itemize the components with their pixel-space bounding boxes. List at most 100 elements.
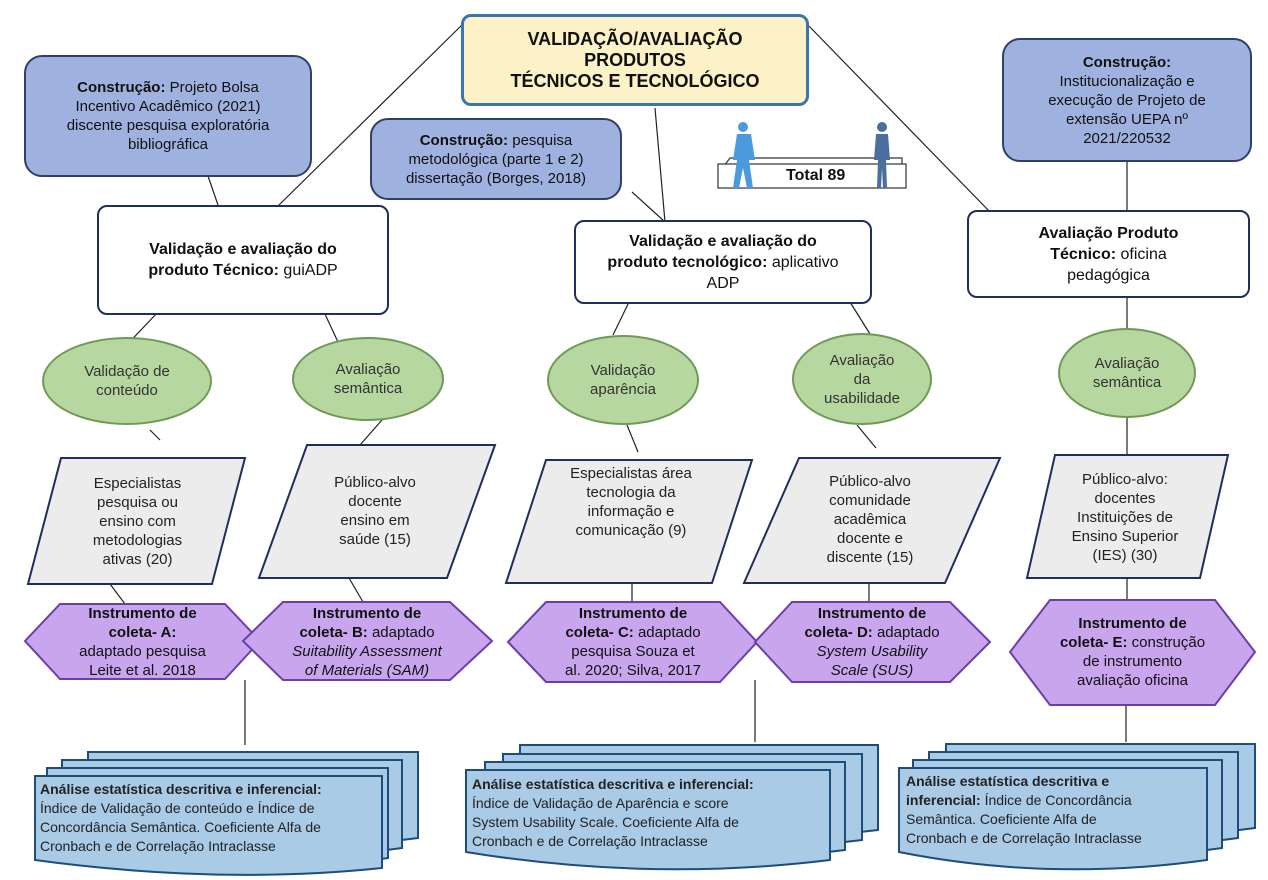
instrument-heading: coleta- B:: [299, 624, 368, 641]
construction-text: bibliográfica: [127, 136, 209, 153]
instrument-text: pesquisa Souza et: [571, 643, 695, 660]
audience-box-4: Público-alvo comunidade acadêmica docent…: [785, 460, 955, 578]
audience-text: docentes: [1094, 489, 1156, 507]
instrument-text: adaptado: [876, 624, 940, 641]
oval-text: semântica: [333, 380, 403, 397]
oval-text: semântica: [1092, 374, 1162, 391]
product-heading: produto Técnico:: [148, 262, 279, 279]
product-name: guiADP: [283, 262, 338, 279]
analysis-heading: inferencial:: [906, 792, 981, 808]
audience-text: metodologias: [92, 531, 183, 549]
oval-semantic-evaluation-2: Avaliação semântica: [1058, 328, 1196, 418]
construction-text: pesquisa: [512, 131, 573, 149]
construction-box-2: Construção: pesquisa metodológica (parte…: [370, 118, 622, 200]
audience-box-5: Público-alvo: docentes Instituições de E…: [1040, 457, 1210, 577]
instrument-text: al. 2020; Silva, 2017: [565, 662, 701, 679]
audience-text: pesquisa ou: [97, 493, 178, 511]
instrument-text: of Materials (SAM): [304, 662, 430, 679]
analysis-text: Cronbach e de Correlação Intraclasse: [906, 830, 1142, 846]
construction-text: dissertação (Borges, 2018): [405, 169, 587, 187]
audience-text: docente e: [837, 529, 903, 547]
instrument-heading: Instrumento de: [578, 605, 688, 622]
construction-text: discente pesquisa exploratória: [66, 117, 270, 134]
instrument-text: de instrumento: [1082, 653, 1183, 670]
instrument-box-d: Instrumento de coleta- D: adaptado Syste…: [772, 604, 972, 680]
total-label: Total 89: [786, 167, 846, 184]
construction-text: Projeto Bolsa: [169, 79, 259, 96]
construction-text: Institucionalização e: [1059, 72, 1195, 90]
total-illustration: [717, 122, 907, 189]
analysis-text: Índice de Concordância: [984, 792, 1132, 808]
instrument-shapes: [23, 599, 1257, 706]
audience-text: informação e: [587, 503, 675, 520]
person-icon: [733, 122, 755, 188]
audience-text: saúde (15): [339, 531, 411, 548]
analysis-text: Concordância Semântica. Coeficiente Alfa…: [40, 819, 321, 835]
product-heading: Avaliação Produto: [1038, 224, 1179, 242]
oval-text: Avaliação: [335, 361, 401, 378]
oval-appearance-validation: Validação aparência: [547, 335, 699, 425]
analysis-text: Cronbach e de Correlação Intraclasse: [472, 833, 708, 849]
instrument-heading: coleta- A:: [108, 624, 177, 641]
construction-label: Construção:: [1082, 53, 1172, 71]
audience-text: acadêmica: [833, 510, 907, 528]
analysis-heading: Análise estatística descritiva e inferen…: [40, 781, 322, 797]
analysis-text: Índice de Validação de conteúdo e Índice…: [40, 800, 315, 816]
product-name: pedagógica: [1067, 266, 1150, 284]
audience-text: ativas (20): [102, 550, 173, 568]
audience-text: tecnologia da: [586, 484, 676, 501]
instrument-text: construção: [1131, 634, 1206, 651]
product-heading: Validação e avaliação do: [629, 232, 817, 250]
instrument-text: Leite et al. 2018: [89, 662, 196, 679]
oval-usability-evaluation: Avaliação da usabilidade: [792, 333, 932, 425]
audience-text: ensino com: [99, 512, 176, 530]
instrument-heading: coleta- E:: [1059, 634, 1128, 651]
instrument-text: Scale (SUS): [830, 662, 914, 679]
construction-text: extensão UEPA nº: [1066, 110, 1188, 128]
construction-text: Incentivo Acadêmico (2021): [75, 98, 261, 115]
audience-box-1: Especialistas pesquisa ou ensino com met…: [55, 460, 220, 582]
instrument-box-b: Instrumento de coleta- B: adaptado Suita…: [262, 604, 472, 680]
oval-text: Avaliação: [829, 351, 895, 369]
analysis-text: System Usability Scale. Coeficiente Alfa…: [472, 814, 739, 830]
instrument-heading: Instrumento de: [1078, 615, 1187, 632]
instrument-text: Suitability Assessment: [292, 643, 442, 660]
construction-text: metodológica (parte 1 e 2): [408, 150, 584, 168]
instrument-box-c: Instrumento de coleta- C: adaptado pesqu…: [527, 604, 739, 680]
instrument-box-a: Instrumento de coleta- A: adaptado pesqu…: [40, 604, 245, 680]
audience-text: Público-alvo: [334, 474, 416, 491]
instrument-text: adaptado: [637, 624, 701, 641]
construction-text: execução de Projeto de: [1048, 91, 1206, 109]
audience-text: discente (15): [826, 548, 914, 566]
instrument-heading: Instrumento de: [88, 605, 197, 622]
audience-shapes: [26, 444, 1230, 585]
product-heading: Validação e avaliação do: [149, 241, 337, 258]
audience-text: docente: [348, 493, 402, 510]
analysis-text: Cronbach e de Correlação Intraclasse: [40, 838, 276, 854]
analysis-heading: Análise estatística descritiva e: [906, 773, 1110, 789]
construction-label: Construção:: [77, 79, 166, 96]
instrument-heading: Instrumento de: [817, 605, 927, 622]
product-heading: Técnico:: [1050, 245, 1117, 263]
oval-text: conteúdo: [96, 382, 158, 399]
construction-label: Construção:: [419, 131, 509, 149]
audience-text: Especialistas área: [570, 465, 692, 482]
product-name: oficina: [1120, 245, 1167, 263]
product-name: aplicativo: [771, 253, 839, 271]
instrument-text: avaliação oficina: [1077, 672, 1188, 689]
oval-text: Validação: [590, 362, 656, 379]
product-heading: produto tecnológico:: [607, 253, 768, 271]
audience-text: Especialistas: [93, 474, 182, 492]
product-box-2: Validação e avaliação do produto tecnoló…: [574, 220, 872, 304]
audience-text: comunidade: [829, 491, 911, 509]
oval-text: Validação de: [84, 363, 170, 380]
audience-text: ensino em: [340, 512, 410, 529]
audience-text: Ensino Superior: [1071, 527, 1179, 545]
instrument-text: adaptado pesquisa: [79, 643, 206, 660]
product-box-3: Avaliação Produto Técnico: oficina pedag…: [967, 210, 1250, 298]
instrument-heading: coleta- D:: [804, 624, 873, 641]
diagram-title: VALIDAÇÃO/AVALIAÇÃO PRODUTOS TÉCNICOS E …: [461, 14, 809, 106]
title-line: TÉCNICOS E TECNOLÓGICO: [510, 70, 760, 91]
product-name: ADP: [706, 274, 740, 292]
